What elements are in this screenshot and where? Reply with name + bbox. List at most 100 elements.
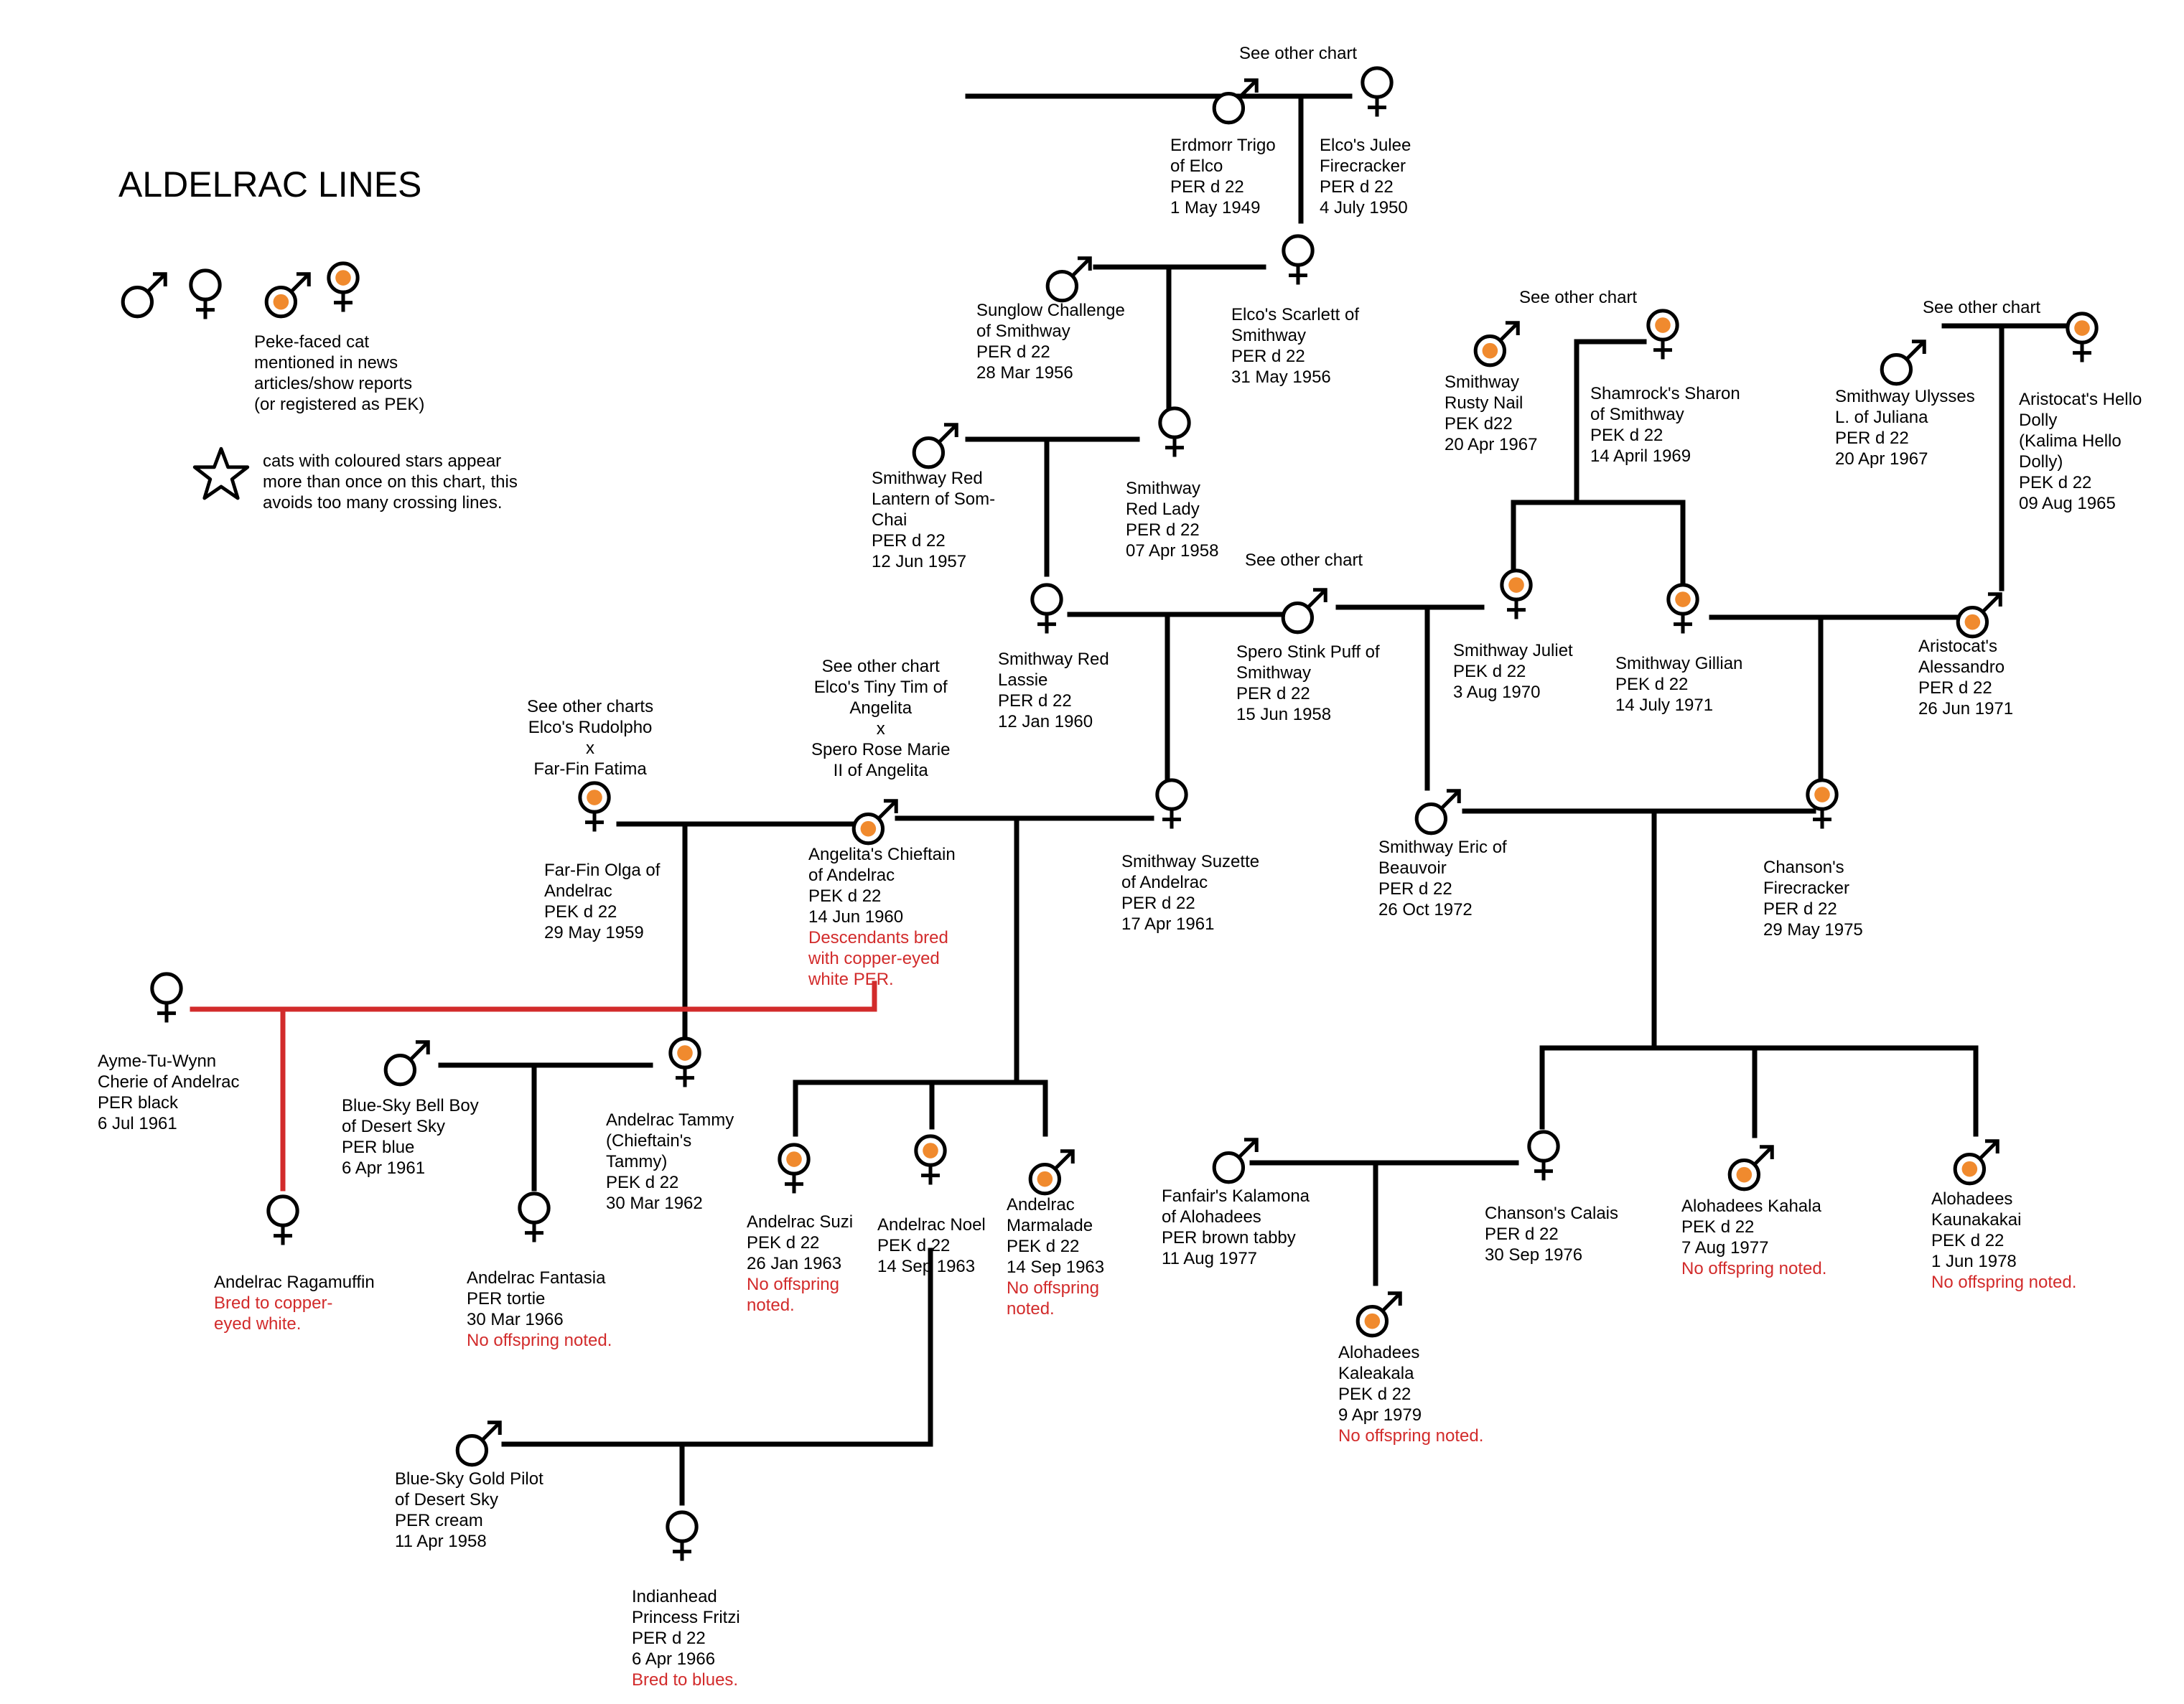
note-line: Elco's Tiny Tim of <box>813 678 948 697</box>
note-line: II of Angelita <box>833 761 928 780</box>
cat-label-line: PEK d22 <box>1445 414 1513 434</box>
cat-label-line: PER d 22 <box>1126 520 1200 540</box>
breeding-note: noted. <box>747 1296 795 1315</box>
cat-label-line: 14 Jun 1960 <box>808 907 904 927</box>
cat-label-line: Fanfair's Kalamona <box>1162 1186 1310 1206</box>
cat-label-line: 14 April 1969 <box>1590 446 1691 466</box>
male-symbol-icon <box>909 421 961 476</box>
cat-label-line: Andelrac <box>544 881 612 901</box>
cat-label-line: PER d 22 <box>1835 429 1909 448</box>
female-symbol-icon <box>768 1143 820 1198</box>
cat-label-line: PEK d 22 <box>1615 675 1689 694</box>
cat-label-line: Chanson's Calais <box>1485 1204 1619 1223</box>
cat-label-line: 6 Apr 1961 <box>342 1158 426 1178</box>
cat-label-line: PER black <box>98 1093 179 1113</box>
cat-label-line: Rusty Nail <box>1445 393 1523 413</box>
female-symbol-icon <box>257 1194 309 1250</box>
note-line: Elco's Rudolpho <box>528 718 653 737</box>
cat-label-line: Ayme-Tu-Wynn <box>98 1052 217 1071</box>
cat-label-line: PEK d 22 <box>1931 1231 2005 1250</box>
cat-label-line: PEK d 22 <box>808 886 882 906</box>
female-symbol-icon <box>1021 583 1073 638</box>
see-other-chart-note: See other chart <box>1519 287 1637 308</box>
note-line: See other chart <box>1245 551 1363 570</box>
cat-label-line: Marmalade <box>1007 1216 1093 1235</box>
breeding-note: No offspring noted. <box>1338 1426 1484 1446</box>
female-symbol-icon <box>656 1510 708 1565</box>
cat-label-line: Shamrock's Sharon <box>1590 384 1740 403</box>
cat-label-line: Kaunakakai <box>1931 1210 2022 1230</box>
breeding-note: No offspring <box>1007 1278 1099 1298</box>
cat-label-line: Firecracker <box>1320 156 1406 176</box>
cat-label-line: 26 Oct 1972 <box>1378 900 1473 919</box>
cat-label-line: 20 Apr 1967 <box>1835 449 1928 469</box>
cat-label-line: of Desert Sky <box>395 1490 499 1509</box>
breeding-note: white PER. <box>808 970 894 989</box>
cat-label-line: Lassie <box>998 670 1048 690</box>
note-line: Far-Fin Fatima <box>533 759 647 779</box>
cat-label-line: Andelrac Ragamuffin <box>214 1273 375 1292</box>
cat-label-line: Smithway Red <box>872 469 983 488</box>
legend-line: mentioned in news <box>254 353 398 373</box>
note-line: See other chart <box>821 657 940 676</box>
cat-label-line: PER d 22 <box>632 1629 706 1648</box>
cat-label-line: 30 Mar 1962 <box>606 1194 703 1213</box>
male-symbol-icon <box>1877 337 1928 393</box>
male-symbol-icon <box>1209 76 1261 131</box>
cat-label-line: PER tortie <box>467 1289 546 1309</box>
cat-label-line: Elco's Julee <box>1320 136 1411 155</box>
see-other-chart-note: See other chart <box>1923 297 2040 318</box>
female-peke-symbol-icon <box>317 261 369 317</box>
cat-label-line: 26 Jun 1971 <box>1918 699 2014 718</box>
female-symbol-icon <box>905 1134 956 1189</box>
male-symbol-icon <box>1209 1136 1261 1191</box>
cat-label-line: Kaleakala <box>1338 1364 1414 1383</box>
cat-label-line: Dolly) <box>2019 452 2063 472</box>
female-symbol-icon <box>659 1036 711 1092</box>
female-symbol-icon <box>1637 309 1689 364</box>
cat-label-line: PER cream <box>395 1511 483 1530</box>
cat-label-line: 11 Apr 1958 <box>395 1532 487 1551</box>
cat-label-line: 17 Apr 1961 <box>1121 914 1215 934</box>
cat-label-line: 26 Jan 1963 <box>747 1254 842 1273</box>
cat-label-line: 30 Mar 1966 <box>467 1310 564 1329</box>
male-symbol-icon <box>1950 1137 2002 1192</box>
cat-label-line: 30 Sep 1976 <box>1485 1245 1583 1265</box>
note-line: x <box>876 719 885 739</box>
cat-label-line: Sunglow Challenge <box>976 301 1125 320</box>
cat-label-line: PER d 22 <box>998 691 1072 711</box>
cat-label-line: PER d 22 <box>1170 177 1244 197</box>
cat-label-line: PER blue <box>342 1138 415 1157</box>
cat-label-line: 29 May 1975 <box>1763 920 1863 940</box>
cat-label-line: L. of Juliana <box>1835 408 1928 427</box>
cat-label-line: PEK d 22 <box>1453 662 1526 681</box>
male-symbol-icon <box>1953 590 2005 645</box>
see-other-chart-note: See other chart <box>1239 43 1357 64</box>
legend-line: more than once on this chart, this <box>263 472 518 492</box>
female-symbol-icon <box>1518 1130 1569 1185</box>
cat-label-line: Aristocat's Hello <box>2019 390 2142 409</box>
cat-label-line: Smithway <box>1445 373 1520 392</box>
cat-label-line: PEK d 22 <box>747 1233 820 1253</box>
female-symbol-icon <box>179 268 231 324</box>
cat-label-line: Cherie of Andelrac <box>98 1072 240 1092</box>
cat-label-line: PER brown tabby <box>1162 1228 1296 1247</box>
